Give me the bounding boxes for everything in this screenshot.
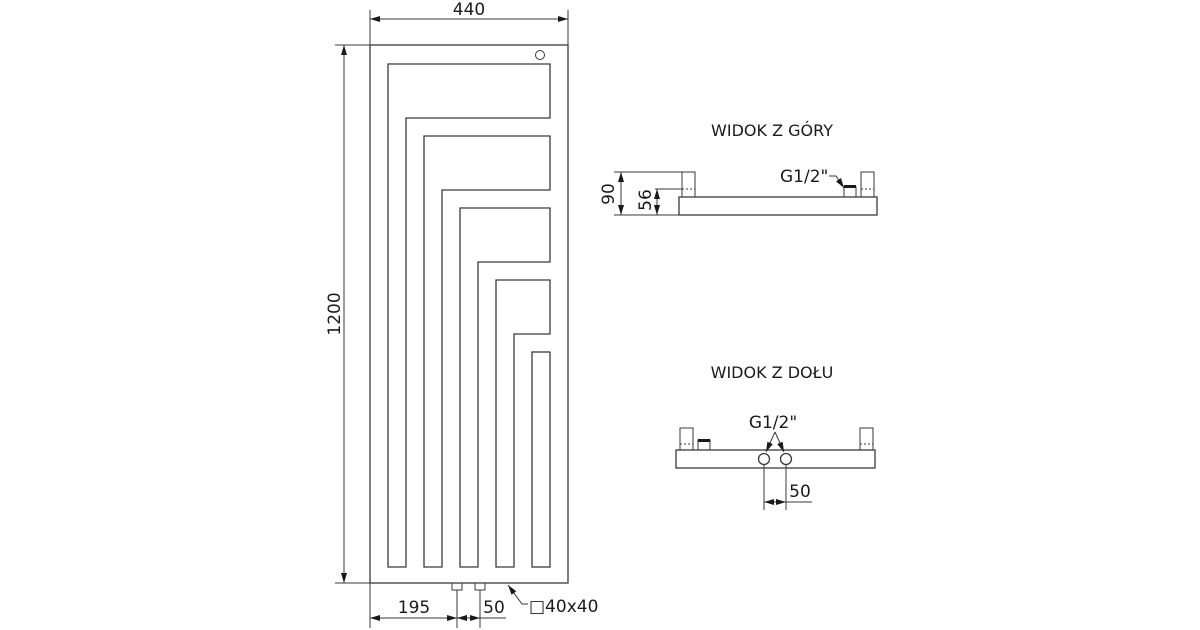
panel-2 xyxy=(423,135,551,568)
bottom-view: WIDOK Z DOŁU G1/2" 50 xyxy=(675,363,876,510)
air-vent-icon xyxy=(535,50,545,60)
body-depth-dimension-label: 56 xyxy=(636,189,656,211)
connection-stub-left xyxy=(451,582,463,591)
connection-left-icon xyxy=(757,452,771,466)
top-view-title: WIDOK Z GÓRY xyxy=(711,121,833,140)
offset-dimension-label: 195 xyxy=(398,598,430,618)
height-dimension-label: 1200 xyxy=(325,292,345,335)
bottom-view-title: WIDOK Z DOŁU xyxy=(711,363,834,382)
front-view: 440 1200 195 50 □40x40 xyxy=(325,0,598,628)
top-view: WIDOK Z GÓRY 90 56 G1/2" xyxy=(599,121,878,216)
bottom-spacing-dimension-label: 50 xyxy=(789,482,811,502)
panel-3 xyxy=(459,207,551,568)
panel-4 xyxy=(495,279,551,568)
top-thread-label: G1/2" xyxy=(780,167,828,187)
panel-5 xyxy=(531,351,551,568)
top-view-body xyxy=(678,196,878,216)
width-dimension-label: 440 xyxy=(453,0,485,20)
profile-label: □40x40 xyxy=(529,597,598,617)
depth-dimension-label: 90 xyxy=(599,183,619,205)
bottom-thread-label: G1/2" xyxy=(749,413,797,433)
panel-1 xyxy=(387,63,551,568)
radiator-frame xyxy=(369,44,569,584)
spacing-dimension-label: 50 xyxy=(483,598,505,618)
connection-right-icon xyxy=(779,452,793,466)
connection-stub-right xyxy=(474,582,486,591)
bottom-view-body xyxy=(675,449,876,469)
valve-icon xyxy=(843,186,857,198)
